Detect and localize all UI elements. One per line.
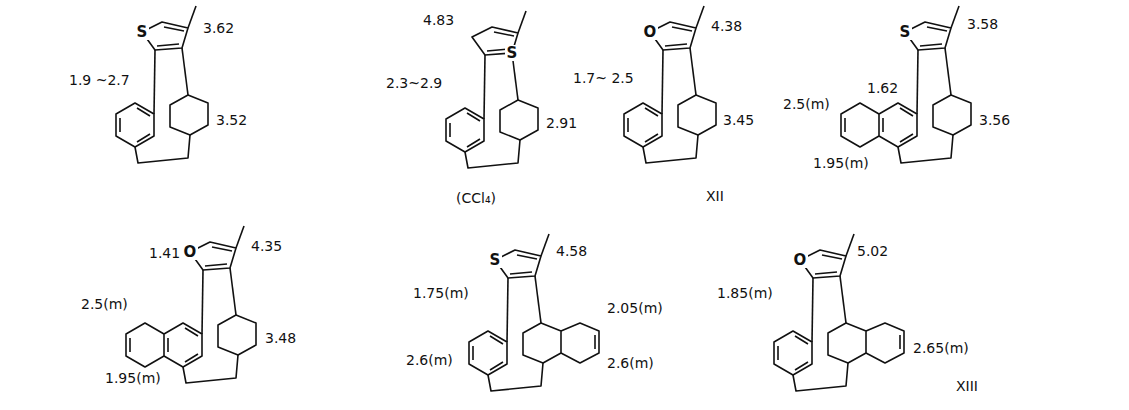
shift-label: (CCl₄): [455, 190, 497, 206]
shift-label: 1.7~ 2.5: [572, 70, 635, 86]
shift-label: 4.38: [710, 18, 743, 34]
atom-label: O: [182, 244, 199, 260]
shift-label: 2.05(m): [606, 300, 664, 316]
shift-label: 1.9 ~2.7: [68, 72, 131, 88]
shift-label: XIII: [955, 378, 979, 394]
shift-label: 2.91: [545, 115, 578, 131]
shift-label: 1.95(m): [812, 155, 870, 171]
shift-label: 4.58: [555, 243, 588, 259]
shift-label: 1.75(m): [412, 285, 470, 301]
shift-label: 2.65(m): [912, 340, 970, 356]
shift-label: XII: [705, 188, 725, 204]
furanophane: [624, 6, 716, 163]
shift-label: 3.48: [264, 330, 297, 346]
shift-label: 1.85(m): [716, 285, 774, 301]
shift-label: 5.02: [856, 243, 889, 259]
naphthalene-ring: [841, 103, 879, 147]
shift-label: 2.6(m): [405, 352, 454, 368]
thiophenophane: [446, 11, 538, 168]
shift-label: 2.5(m): [782, 96, 831, 112]
atom-label: S: [488, 252, 503, 268]
shift-label: 1.95(m): [104, 370, 162, 386]
naphthalene-ring: [561, 323, 599, 363]
shift-label: 1.62: [866, 80, 899, 96]
atom-label: S: [135, 24, 150, 40]
naphthalene-ring: [866, 323, 904, 363]
thiophenophane: [469, 234, 561, 391]
shift-label: 1.41: [148, 245, 181, 261]
shift-label: 2.5(m): [80, 296, 129, 312]
atom-label: S: [505, 45, 520, 61]
shift-label: 2.6(m): [606, 355, 655, 371]
shift-label: 3.58: [966, 16, 999, 32]
shift-label: 3.52: [215, 112, 248, 128]
shift-label: 3.56: [978, 112, 1011, 128]
atom-label: O: [642, 24, 659, 40]
shift-label: 3.45: [722, 112, 755, 128]
shift-label: 2.3~2.9: [385, 75, 443, 91]
shift-label: 3.62: [202, 20, 235, 36]
naphthalene-ring: [126, 323, 164, 367]
furanophane: [774, 234, 866, 391]
atom-label: S: [898, 24, 913, 40]
atom-label: O: [792, 252, 809, 268]
shift-label: 4.83: [422, 12, 455, 28]
shift-label: 4.35: [250, 238, 283, 254]
